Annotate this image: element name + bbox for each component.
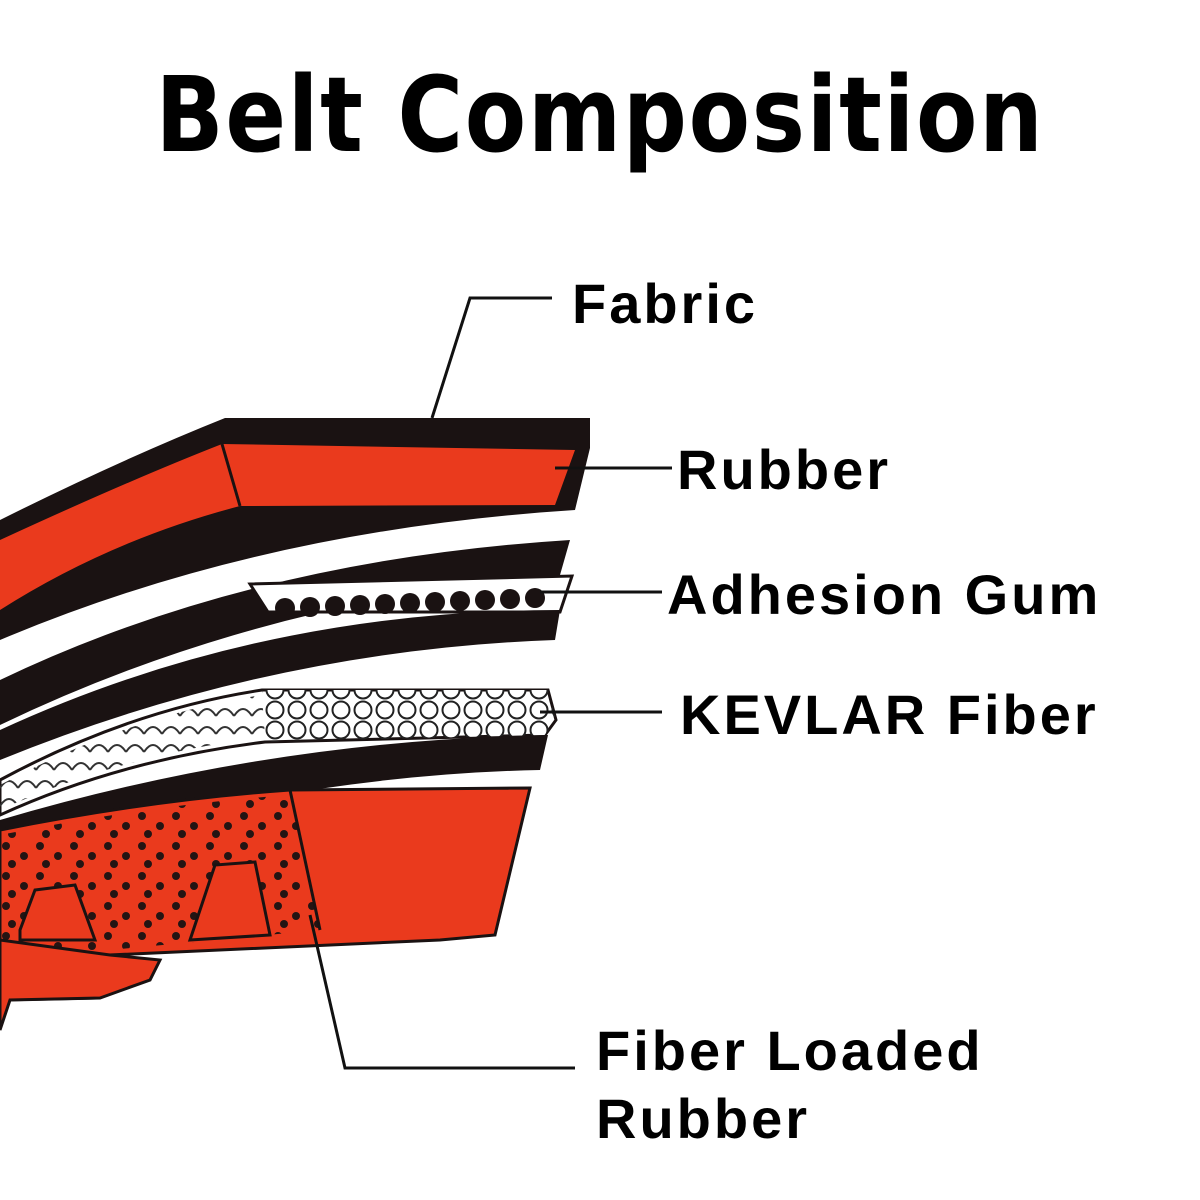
adhesion-gum-bumps xyxy=(275,588,545,618)
label-fiber-loaded-line2: Rubber xyxy=(596,1087,810,1150)
label-adhesion-gum: Adhesion Gum xyxy=(667,563,1102,626)
label-rubber: Rubber xyxy=(677,438,891,501)
rubber-layer xyxy=(0,444,575,610)
label-fiber-loaded-line1: Fiber Loaded xyxy=(596,1019,984,1082)
page-title: Belt Composition xyxy=(155,54,1045,176)
leader-lines xyxy=(308,296,672,1070)
label-kevlar-fiber: KEVLAR Fiber xyxy=(680,683,1099,746)
label-fabric: Fabric xyxy=(572,272,759,335)
